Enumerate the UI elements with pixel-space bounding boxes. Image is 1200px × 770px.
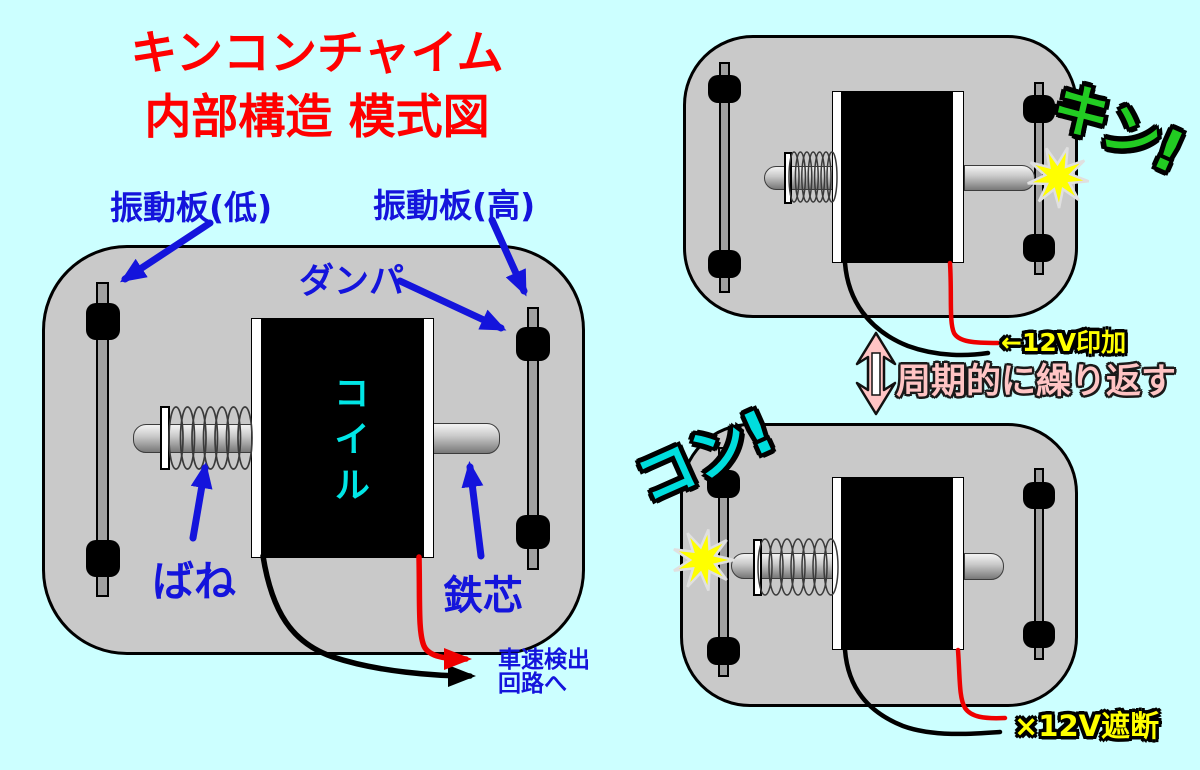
spring-flange	[160, 406, 170, 470]
damper-block	[707, 637, 740, 665]
label-vibration-plate-high: 振動板(高)	[373, 186, 536, 225]
damper-block	[516, 515, 550, 549]
unpowered-coil-block	[841, 477, 953, 650]
coil-block	[261, 318, 424, 558]
unpowered-plate-high	[1034, 468, 1044, 660]
label-iron-core: 鉄芯	[443, 573, 523, 619]
damper-block	[86, 303, 120, 340]
label-damper: ダンパ	[299, 262, 405, 302]
label-spring: ばね	[152, 557, 237, 606]
damper-block	[708, 75, 741, 103]
coil-label: コイル	[328, 374, 369, 512]
unpowered-rod-left	[731, 553, 843, 579]
note-cycle-repeat: 周期的に繰り返す	[896, 362, 1177, 402]
damper-block	[516, 327, 550, 361]
powered-plate-low	[719, 62, 730, 293]
vibration-plate-high	[527, 307, 539, 570]
coil-end-cap	[423, 318, 434, 558]
page-title-line-1: キンコンチャイム	[130, 26, 504, 81]
label-wire-destination-line-2: 回路へ	[498, 671, 567, 697]
powered-rod-right	[964, 165, 1035, 191]
unpowered-spring-flange	[753, 539, 762, 596]
note-12v-applied: ←12V印加	[1001, 328, 1127, 357]
page-title-line-2: 内部構造 模式図	[144, 90, 490, 145]
label-wire-destination-line-1: 車速検出	[498, 647, 590, 673]
iron-core-rod-right	[433, 423, 500, 454]
damper-block	[707, 470, 740, 498]
damper-block	[86, 540, 120, 577]
vibration-plate-low	[96, 282, 109, 597]
damper-block	[1023, 621, 1055, 648]
damper-block	[708, 250, 741, 278]
cycle-double-arrow-icon	[855, 331, 897, 416]
damper-block	[1023, 482, 1055, 509]
damper-block	[1023, 234, 1055, 262]
coil-end-cap	[952, 477, 964, 650]
coil-end-cap	[952, 91, 964, 263]
note-12v-cut: ×12V遮断	[1014, 709, 1160, 743]
unpowered-rod-right	[964, 553, 1004, 580]
iron-core-rod-left	[133, 424, 255, 453]
powered-coil-block	[841, 91, 953, 263]
label-vibration-plate-low: 振動板(低)	[110, 188, 273, 227]
damper-block	[1023, 95, 1055, 123]
powered-spring-flange	[784, 152, 792, 204]
